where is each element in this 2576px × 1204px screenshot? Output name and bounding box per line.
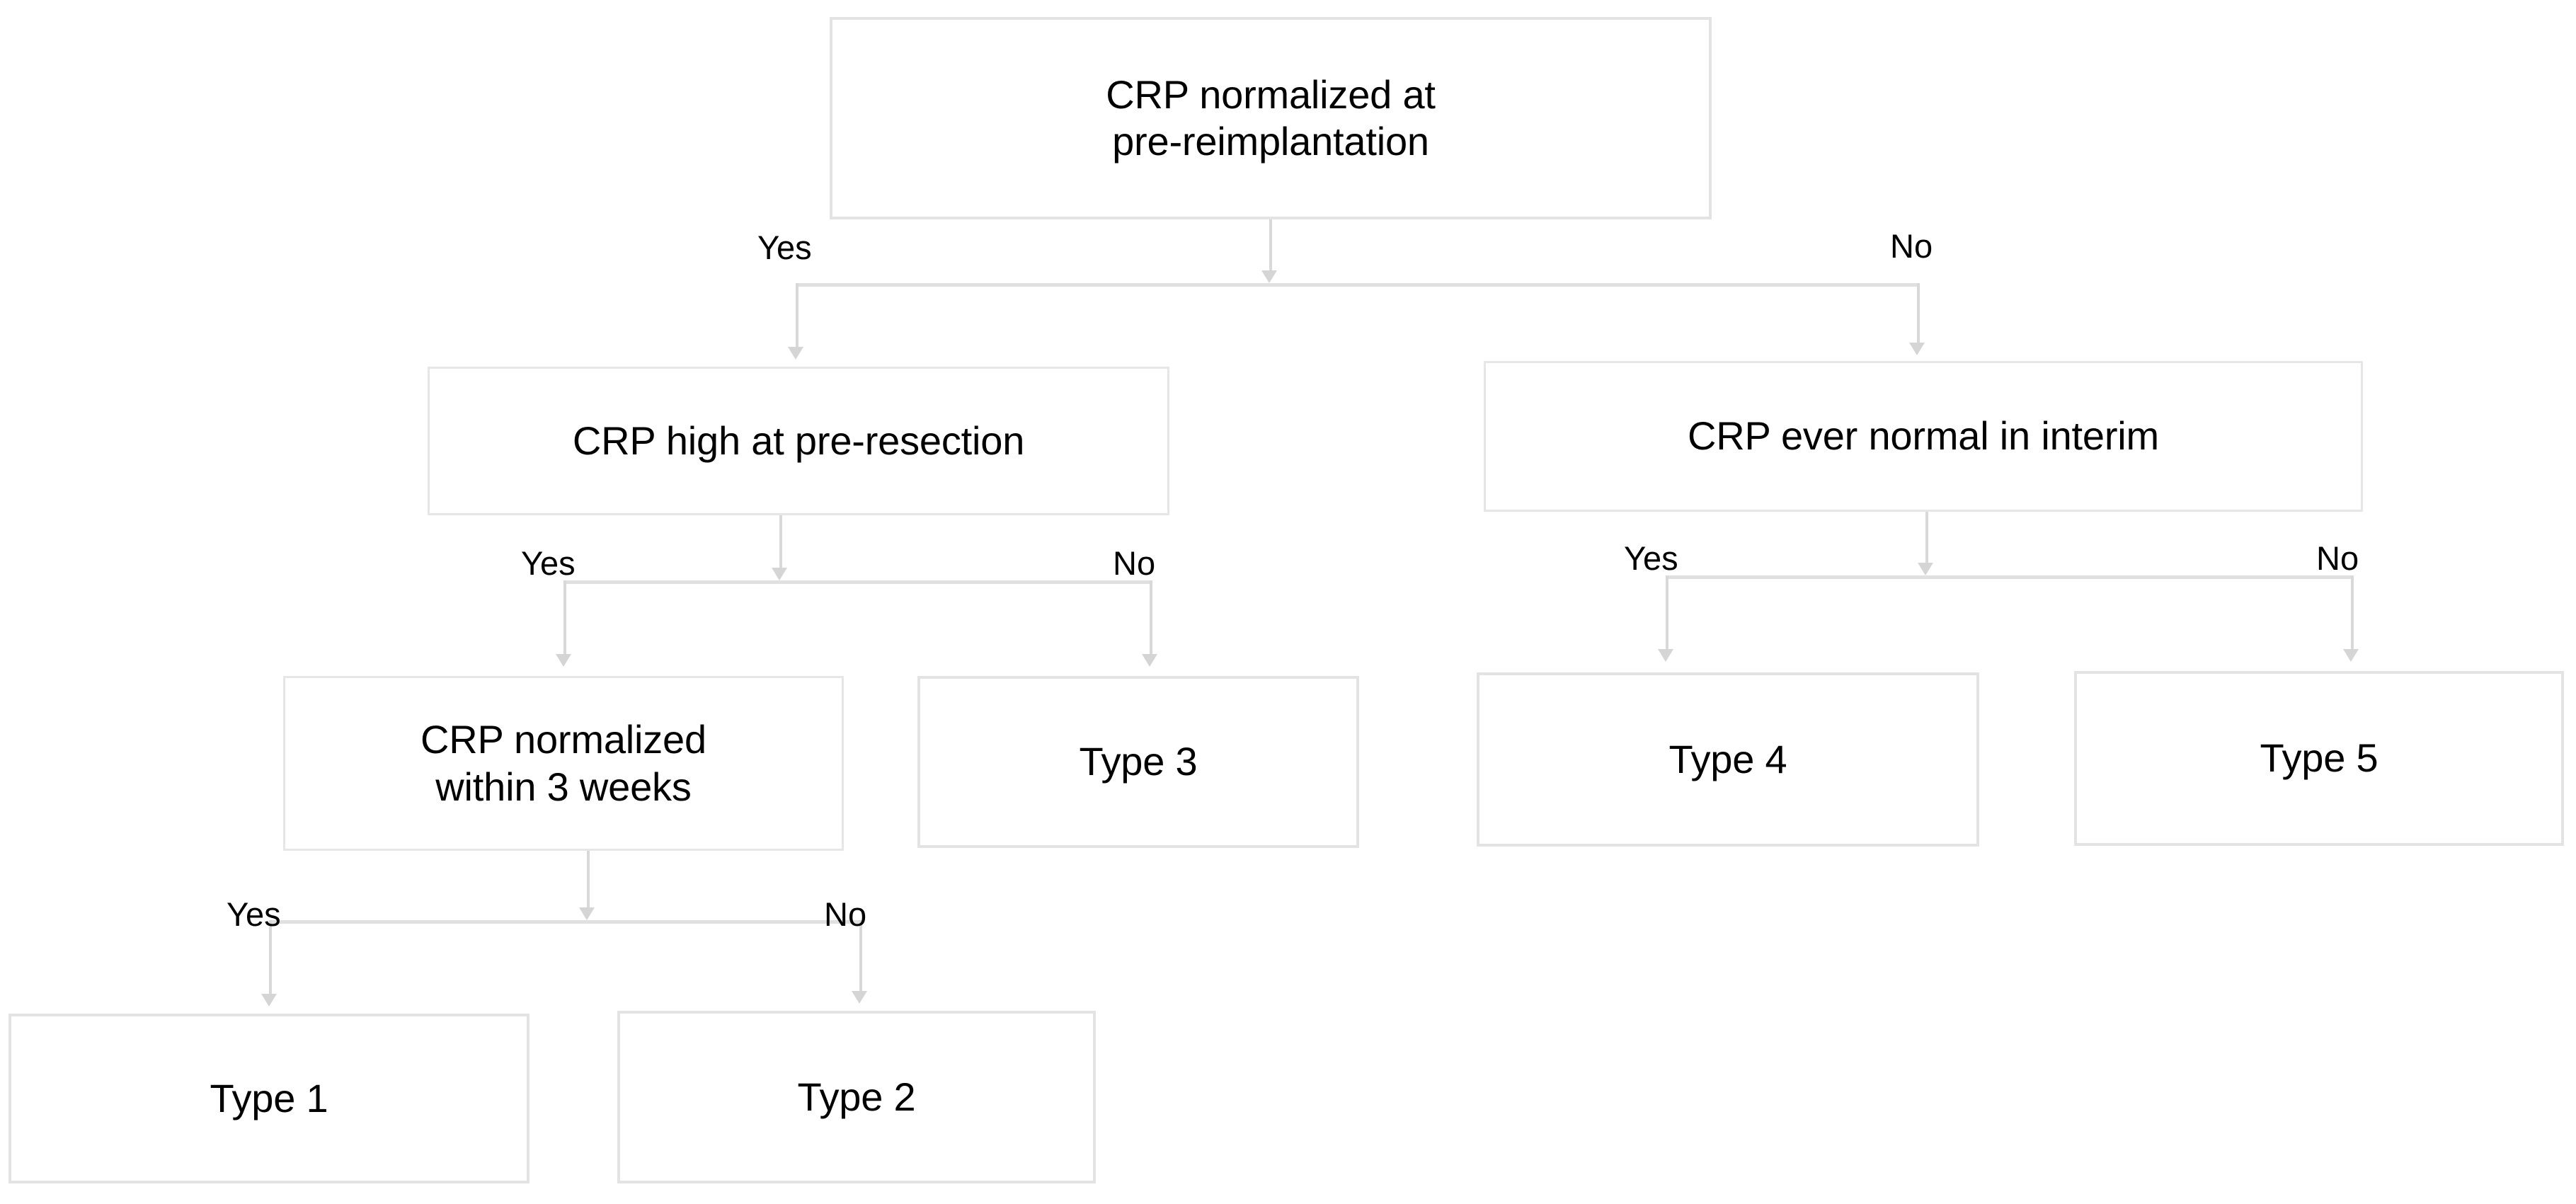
connector-left-l3-to-type2 xyxy=(859,920,862,998)
arrowhead-left-l3-to-type1 xyxy=(261,994,277,1007)
arrowhead-root-to-right-l2 xyxy=(1909,343,1925,355)
connector-left-l2-to-type3 xyxy=(1150,580,1152,660)
node-type-2-label: Type 2 xyxy=(797,1074,916,1119)
arrowhead-left-l2-to-type3 xyxy=(1142,654,1157,667)
connector-left-l2-stem xyxy=(779,515,782,575)
connector-left-l2-bar xyxy=(563,580,1152,584)
node-type-3[interactable]: Type 3 xyxy=(917,676,1359,848)
node-type-2[interactable]: Type 2 xyxy=(617,1011,1096,1183)
arrowhead-left-l3-stem xyxy=(579,907,595,920)
edge-label-right-l2-no: No xyxy=(2316,539,2359,577)
edge-label-root-no: No xyxy=(1890,227,1933,265)
arrowhead-root-to-left-l2 xyxy=(788,347,803,360)
connector-left-l3-stem xyxy=(587,851,590,915)
node-type-3-label: Type 3 xyxy=(1079,739,1198,784)
node-type-5-label: Type 5 xyxy=(2260,735,2378,781)
node-left-l3-line1: CRP normalized xyxy=(420,717,706,762)
arrowhead-right-l2-to-type4 xyxy=(1658,649,1673,662)
connector-root-to-right-l2 xyxy=(1917,283,1920,348)
edge-label-left-l3-no: No xyxy=(824,895,867,933)
connector-root-bar xyxy=(796,283,1920,287)
connector-root-stem xyxy=(1269,219,1272,277)
edge-label-left-l3-yes: Yes xyxy=(227,895,281,933)
connector-root-to-left-l2 xyxy=(796,283,798,352)
node-type-5[interactable]: Type 5 xyxy=(2074,671,2564,846)
connector-right-l2-stem xyxy=(1925,512,1928,570)
connector-left-l3-to-type1 xyxy=(269,920,272,999)
connector-left-l2-to-left-l3 xyxy=(563,580,566,660)
connector-left-l3-bar xyxy=(269,920,862,924)
arrowhead-left-l2-to-left-l3 xyxy=(556,654,571,667)
arrowhead-left-l2-stem xyxy=(772,568,787,580)
node-right-l2-label: CRP ever normal in interim xyxy=(1688,413,2159,459)
node-type-4[interactable]: Type 4 xyxy=(1477,672,1979,847)
edge-label-left-l2-yes: Yes xyxy=(521,544,576,582)
edge-label-right-l2-yes: Yes xyxy=(1624,539,1678,577)
edge-label-left-l2-no: No xyxy=(1113,544,1156,582)
node-root-line2: pre-reimplantation xyxy=(1112,119,1429,164)
arrowhead-root-stem xyxy=(1261,270,1277,283)
node-type-1-label: Type 1 xyxy=(210,1075,328,1120)
arrowhead-right-l2-to-type5 xyxy=(2343,649,2359,662)
arrowhead-right-l2-stem xyxy=(1918,563,1933,575)
node-type-1[interactable]: Type 1 xyxy=(8,1014,529,1183)
edge-label-root-yes: Yes xyxy=(757,229,812,266)
node-type-4-label: Type 4 xyxy=(1668,736,1787,781)
node-crp-high-at-pre-resection[interactable]: CRP high at pre-resection xyxy=(428,367,1169,515)
node-crp-ever-normal-in-interim[interactable]: CRP ever normal in interim xyxy=(1484,361,2363,512)
node-left-l2-label: CRP high at pre-resection xyxy=(572,418,1025,463)
connector-right-l2-bar xyxy=(1666,575,2354,579)
connector-right-l2-to-type4 xyxy=(1666,575,1668,655)
arrowhead-left-l3-to-type2 xyxy=(852,991,867,1004)
connector-right-l2-to-type5 xyxy=(2351,575,2354,655)
node-left-l3-line2: within 3 weeks xyxy=(435,764,692,809)
node-root-line1: CRP normalized at xyxy=(1106,71,1436,117)
